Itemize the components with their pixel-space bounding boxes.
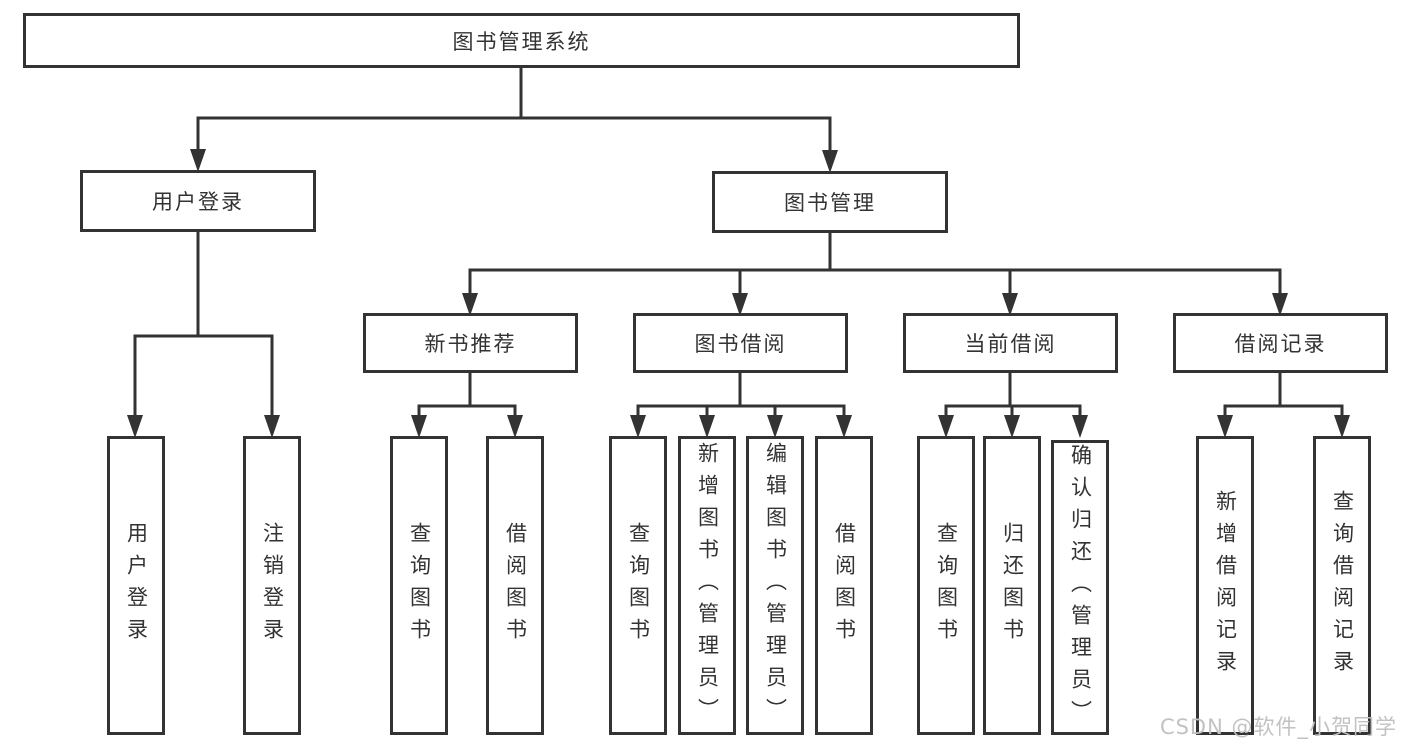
node-label: 查询图书: [934, 521, 959, 650]
node-label: 编辑图书（管理员）: [763, 441, 788, 730]
node-label: 查询图书: [407, 521, 432, 650]
csdn-watermark: CSDN @软件_小贺同学: [1159, 715, 1397, 739]
node-book-management: 图书管理: [712, 171, 948, 233]
leaf-borrow-books: 借阅图书: [815, 436, 873, 735]
leaf-return-books: 归还图书: [983, 436, 1041, 735]
node-label: 新增借阅记录: [1213, 489, 1238, 682]
connector-shafts: [133, 65, 1344, 418]
arrowheads: [127, 149, 1350, 438]
node-label: 确认归还（管理员）: [1068, 443, 1093, 732]
node-library-management-system: 图书管理系统: [23, 13, 1020, 68]
node-label: 查询图书: [626, 521, 651, 650]
node-label: 借阅图书: [832, 521, 857, 650]
leaf-user-login: 用户登录: [107, 436, 165, 735]
node-label: 借阅图书: [503, 521, 528, 650]
leaf-add-books-admin: 新增图书（管理员）: [678, 436, 736, 735]
leaf-logout: 注销登录: [243, 436, 301, 735]
leaf-query-books-recommend: 查询图书: [390, 436, 448, 735]
leaf-borrow-books-recommend: 借阅图书: [486, 436, 544, 735]
node-label: 用户登录: [124, 521, 149, 650]
node-label: 用户登录: [152, 190, 244, 214]
leaf-query-books-current: 查询图书: [917, 436, 975, 735]
node-label: 查询借阅记录: [1330, 489, 1355, 682]
leaf-edit-books-admin: 编辑图书（管理员）: [746, 436, 804, 735]
node-current-borrowing: 当前借阅: [903, 313, 1118, 373]
leaf-confirm-return-admin: 确认归还（管理员）: [1051, 440, 1109, 735]
node-label: 借阅记录: [1234, 332, 1327, 356]
node-new-book-recommendation: 新书推荐: [363, 313, 578, 373]
leaf-query-borrow-record: 查询借阅记录: [1313, 436, 1371, 735]
node-user-login-group: 用户登录: [80, 170, 316, 232]
leaf-add-borrow-record: 新增借阅记录: [1196, 436, 1254, 735]
node-label: 新增图书（管理员）: [695, 441, 720, 730]
node-label: 图书借阅: [694, 332, 787, 356]
leaf-query-books-borrow: 查询图书: [609, 436, 667, 735]
node-label: 注销登录: [260, 521, 285, 650]
node-label: 图书管理系统: [452, 29, 591, 54]
node-label: 当前借阅: [964, 332, 1057, 356]
node-label: 新书推荐: [424, 332, 517, 356]
node-label: 归还图书: [1000, 521, 1025, 650]
node-label: 图书管理: [784, 191, 876, 215]
node-borrowing-records: 借阅记录: [1173, 313, 1388, 373]
node-book-borrowing: 图书借阅: [633, 313, 848, 373]
